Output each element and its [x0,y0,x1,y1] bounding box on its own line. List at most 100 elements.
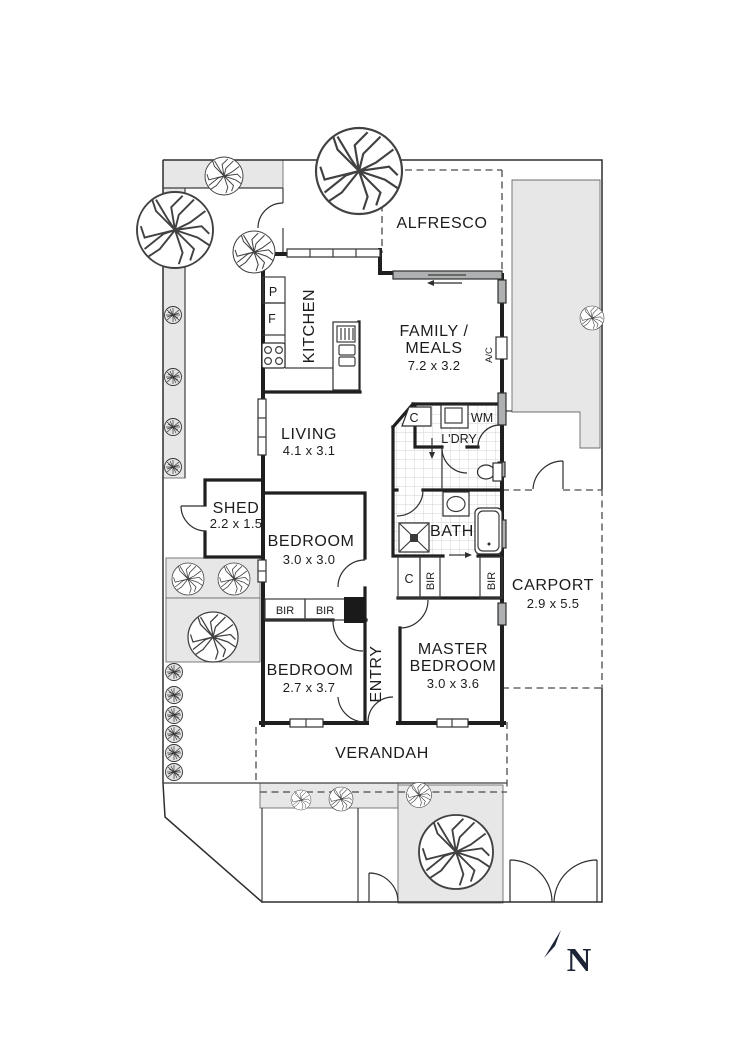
room-dims-shed: 2.2 x 1.5 [210,516,263,531]
bath-door-arc [396,489,424,517]
bush-icon [165,725,183,743]
tree-icon [136,191,214,269]
side-gate-arc [257,202,284,229]
burner-icon [264,346,273,355]
front-door-arc [367,696,394,723]
burner-icon [275,357,284,366]
burner-icon [275,346,284,355]
sink-bowl-2 [338,356,356,367]
bush-icon [165,686,183,704]
driveway-gate-left-arc [509,859,553,903]
family-side-window-2 [497,392,507,426]
carport-door-arc [532,460,564,490]
washing-machine-icon [440,404,469,429]
tree-icon [217,562,251,596]
tree-icon [204,156,244,196]
compass: N [544,930,592,979]
bathtub-inner [477,510,500,552]
label-fridge: F [268,312,276,326]
bush-icon [164,458,182,476]
window-ticks [309,249,357,257]
tree-icon [187,611,239,663]
label-cupboard-laundry: C [409,411,418,425]
bush-icon [164,306,182,324]
door-arcs [180,202,598,903]
family-side-window-1 [497,279,507,304]
label-cupboard-hall: C [404,572,413,586]
room-label-shed: SHED [213,500,260,517]
bedroom3-top-door-arc [332,620,364,652]
house-interior-walls [203,320,504,725]
driveway-gate-right-arc [553,859,598,903]
arrows [427,280,472,558]
stove-icon [261,342,286,369]
path-gate-arc [368,872,399,903]
room-dims-bedroom3: 2.7 x 3.7 [283,680,336,695]
tree-icon [406,782,432,808]
room-dims-family: 7.2 x 3.2 [408,358,461,373]
toilet-cistern [492,462,503,482]
laundry-door-arc [477,424,501,448]
closet-box-bir-left [419,556,441,599]
room-label-meals: MEALS [405,340,462,357]
garden-bed-right [511,179,601,449]
bush-icon [165,706,183,724]
toilet-icon [476,464,496,480]
tree-icon [328,786,354,812]
room-dims-carport: 2.9 x 5.5 [527,596,580,611]
tree-icon [579,305,605,331]
bedroom2-door-arc [337,559,366,588]
room-label-master: MASTER [418,641,488,658]
basin-icon [446,495,466,513]
arrowhead-icon [427,280,434,286]
master-side-window [497,602,507,626]
room-label-family: FAMILY / [399,323,468,340]
arrowhead-icon [465,552,472,558]
room-label-bedroom2: BEDROOM [268,533,355,550]
room-label-alfresco: ALFRESCO [396,215,487,232]
sink-icon [336,325,356,343]
room-dims-bedroom2: 3.0 x 3.0 [283,552,336,567]
sink-bowl-1 [338,344,356,356]
fireplace-block [344,597,365,623]
label-pantry: P [269,285,277,299]
tree-icon [290,789,312,811]
north-label: N [567,942,592,979]
room-label-entry: ENTRY [368,646,385,703]
bush-icon [164,368,182,386]
shed-walls [203,478,265,559]
tree-icon [171,562,205,596]
washing-machine-inner [444,407,463,424]
room-label-verandah: VERANDAH [335,745,429,762]
burner-icon [264,357,273,366]
room-label-living: LIVING [281,426,337,443]
tree-icon [418,814,494,890]
label-bir-master: BIR [486,572,498,590]
north-arrow-icon [544,930,561,958]
paving-front-strip [259,782,399,809]
fixtures [261,276,508,555]
tree-icon [314,126,404,216]
room-label-master2: BEDROOM [410,658,497,675]
bush-icon [164,418,182,436]
room-label-carport: CARPORT [512,577,594,594]
tree-icon [232,230,276,274]
closet-box-bir-right [479,556,503,599]
room-label-laundry: L'DRY [441,432,477,446]
room-dims-master: 3.0 x 3.6 [427,676,480,691]
room-labels: ALFRESCO KITCHEN FAMILY / MEALS 7.2 x 3.… [210,215,594,762]
label-bir-2: BIR [316,605,334,617]
kitchen-bench [263,302,333,369]
room-label-bedroom3: BEDROOM [267,662,354,679]
master-door-arc [399,599,429,629]
air-conditioner-unit [495,336,508,360]
bathtub-drain [487,542,491,546]
shower-drain [410,534,418,542]
living-window [257,398,267,456]
label-bir-1: BIR [276,605,294,617]
boundary-line [162,159,603,903]
room-label-bath: BATH [430,523,474,540]
shed-door-arc [180,505,206,532]
